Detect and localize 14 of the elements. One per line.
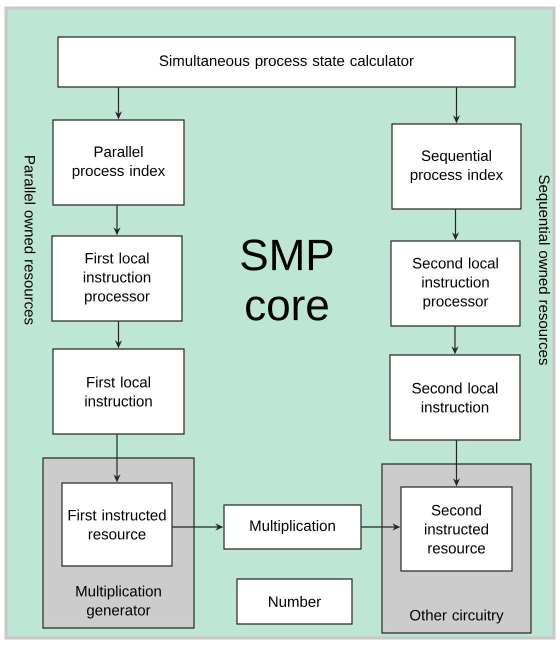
process-box: First local instruction — [52, 348, 185, 435]
process-box: First instructed resource — [61, 482, 173, 567]
process-box: Second local instruction processor — [390, 240, 521, 327]
process-box: Second local instruction — [389, 354, 521, 441]
process-box: Simultaneous process state calculator — [57, 36, 516, 88]
process-box: Multiplication — [223, 504, 362, 550]
side-label: Sequential owned resources — [536, 175, 550, 365]
process-box: Second instructed resource — [400, 486, 513, 572]
process-box: First local instruction processor — [51, 235, 183, 322]
core-label: SMP core — [241, 239, 332, 321]
process-box: Sequential process index — [391, 123, 522, 210]
process-box: Number — [236, 578, 353, 625]
process-box: Parallel process index — [52, 119, 185, 206]
side-label: Parallel owned resources — [24, 156, 36, 324]
